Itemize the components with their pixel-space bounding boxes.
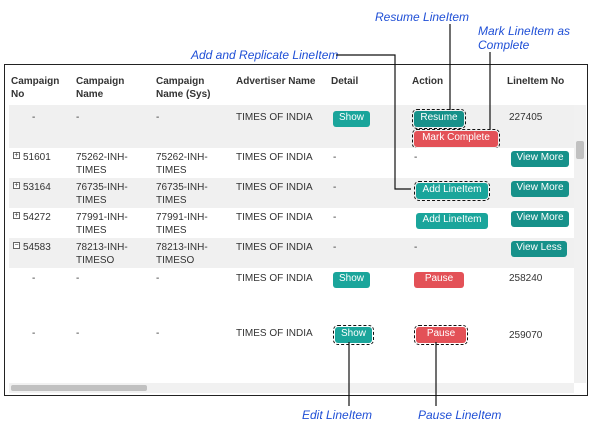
expand-plus-icon[interactable]: +: [13, 182, 20, 189]
cell-campaign-no: 51601: [23, 152, 51, 163]
expand-plus-icon[interactable]: +: [13, 212, 20, 219]
show-detail-button[interactable]: Show: [333, 111, 370, 127]
header-campaign-name[interactable]: Campaign Name: [76, 76, 125, 100]
table-row: - - - TIMES OF INDIA Show Pause 259070: [9, 321, 575, 383]
collapse-minus-icon[interactable]: −: [13, 242, 20, 249]
header-advertiser-name[interactable]: Advertiser Name: [236, 76, 316, 87]
cell-advertiser: TIMES OF INDIA: [236, 242, 313, 253]
cell-campaign-no: -: [32, 328, 36, 339]
callout-pause-lineitem: Pause LineItem: [418, 408, 502, 422]
show-detail-button[interactable]: Show: [333, 272, 370, 288]
callout-mark-complete-line2: Complete: [478, 38, 530, 52]
cell-campaign-no: -: [32, 273, 36, 284]
callout-add-replicate-lineitem: Add and Replicate LineItem: [191, 48, 339, 62]
lineitem-table-panel: Campaign No Campaign Name Campaign Name …: [4, 64, 588, 396]
cell-lineitem-no: 227405: [509, 112, 543, 123]
cell-campaign-name: 76735-INH- TIMES: [76, 182, 128, 206]
cell-campaign-name: -: [76, 273, 80, 284]
header-lineitem-no[interactable]: LineItem No: [507, 76, 565, 87]
table-row: + 53164 76735-INH- TIMES 76735-INH- TIME…: [9, 178, 575, 208]
table-row: − 54583 78213-INH- TIMESO 78213-INH- TIM…: [9, 238, 575, 268]
header-action[interactable]: Action: [412, 76, 444, 87]
cell-lineitem-no: 258240: [509, 273, 543, 284]
cell-campaign-name-sys: 78213-INH- TIMESO: [156, 242, 208, 266]
cell-action: -: [414, 152, 418, 163]
cell-advertiser: TIMES OF INDIA: [236, 212, 313, 223]
cell-campaign-no: -: [32, 112, 36, 123]
cell-detail: -: [333, 242, 337, 253]
cell-campaign-name: 77991-INH- TIMES: [76, 212, 128, 236]
pause-lineitem-button[interactable]: Pause: [414, 325, 468, 345]
table-row: - - - TIMES OF INDIA Show Resume Mark Co…: [9, 105, 575, 149]
callout-edit-lineitem: Edit LineItem: [302, 408, 373, 422]
cell-campaign-name: 78213-INH- TIMESO: [76, 242, 128, 266]
cell-campaign-name-sys: -: [156, 328, 160, 339]
cell-detail: -: [333, 152, 337, 163]
resume-lineitem-button[interactable]: Resume: [412, 109, 466, 129]
show-detail-button[interactable]: Show: [333, 325, 374, 345]
table-row: + 51601 75262-INH- TIMES 75262-INH- TIME…: [9, 148, 575, 178]
cell-detail: -: [333, 182, 337, 193]
cell-campaign-name-sys: 75262-INH- TIMES: [156, 152, 208, 176]
cell-action: -: [414, 242, 418, 253]
cell-campaign-no: 54583: [23, 242, 51, 253]
expand-plus-icon[interactable]: +: [13, 152, 20, 159]
table-row: + 54272 77991-INH- TIMES 77991-INH- TIME…: [9, 208, 575, 238]
view-less-button[interactable]: View Less: [511, 241, 567, 257]
cell-campaign-no: 54272: [23, 212, 51, 223]
table-row: - - - TIMES OF INDIA Show Pause 258240: [9, 268, 575, 321]
horizontal-scrollbar-thumb[interactable]: [11, 385, 147, 391]
cell-advertiser: TIMES OF INDIA: [236, 273, 313, 284]
cell-campaign-name-sys: 76735-INH- TIMES: [156, 182, 208, 206]
header-campaign-name-sys[interactable]: Campaign Name (Sys): [156, 76, 211, 100]
horizontal-scrollbar[interactable]: [9, 383, 574, 393]
cell-campaign-name-sys: -: [156, 112, 160, 123]
cell-campaign-name: 75262-INH- TIMES: [76, 152, 128, 176]
cell-advertiser: TIMES OF INDIA: [236, 182, 313, 193]
cell-advertiser: TIMES OF INDIA: [236, 152, 313, 163]
view-more-button[interactable]: View More: [511, 181, 569, 197]
mark-complete-button[interactable]: Mark Complete: [412, 129, 500, 149]
vertical-scrollbar-thumb[interactable]: [576, 141, 584, 159]
add-lineitem-button[interactable]: Add LineItem: [416, 213, 488, 229]
cell-detail: -: [333, 212, 337, 223]
add-lineitem-button[interactable]: Add LineItem: [414, 181, 490, 201]
cell-lineitem-no: 259070: [509, 330, 543, 341]
view-more-button[interactable]: View More: [511, 151, 569, 167]
cell-campaign-name: -: [76, 328, 80, 339]
callout-mark-complete-line1: Mark LineItem as: [478, 24, 571, 38]
pause-lineitem-button[interactable]: Pause: [414, 272, 464, 288]
cell-advertiser: TIMES OF INDIA: [236, 328, 313, 339]
cell-campaign-name-sys: -: [156, 273, 160, 284]
cell-advertiser: TIMES OF INDIA: [236, 112, 313, 123]
cell-campaign-name: -: [76, 112, 80, 123]
cell-campaign-no: 53164: [23, 182, 51, 193]
cell-campaign-name-sys: 77991-INH- TIMES: [156, 212, 208, 236]
callout-resume-lineitem: Resume LineItem: [375, 10, 470, 24]
header-campaign-no[interactable]: Campaign No: [11, 76, 60, 100]
header-detail[interactable]: Detail: [331, 76, 359, 87]
view-more-button[interactable]: View More: [511, 211, 569, 227]
vertical-scrollbar[interactable]: [574, 105, 586, 383]
